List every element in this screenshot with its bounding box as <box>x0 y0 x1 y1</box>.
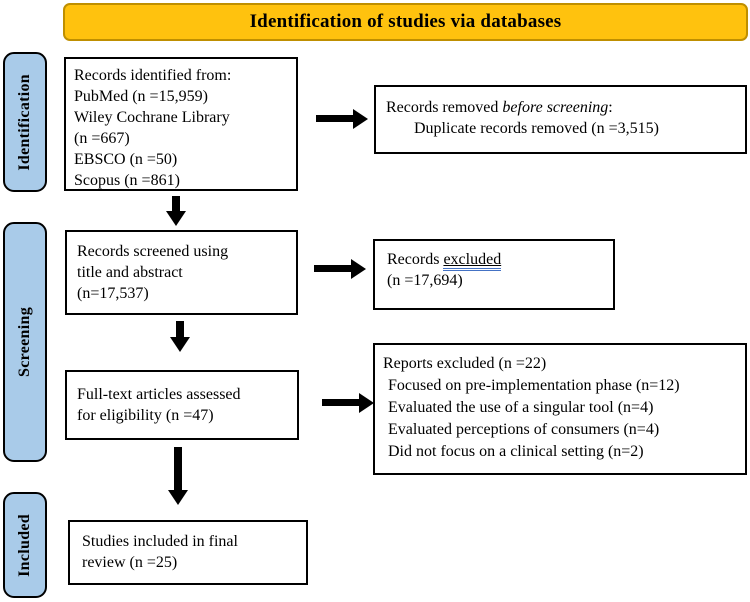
box-line: PubMed (n =15,959) <box>74 88 208 105</box>
arrow-right-icon <box>322 399 359 406</box>
stage-identification-label: Identification <box>16 73 33 171</box>
box-line: Records identified from: <box>74 67 232 84</box>
arrow-down-icon <box>172 196 180 211</box>
stage-identification: Identification <box>3 52 47 192</box>
box-line: Records excluded <box>387 249 601 271</box>
box-line: EBSCO (n =50) <box>74 151 178 168</box>
box-line: (n =17,694) <box>387 272 463 289</box>
stage-included: Included <box>3 492 47 598</box>
box-records-identified: Records identified from: PubMed (n =15,9… <box>64 57 298 191</box>
box-studies-included: Studies included in final review (n =25) <box>68 520 308 585</box>
box-records-excluded: Records excluded (n =17,694) <box>373 239 615 310</box>
box-fulltext-assessed: Full-text articles assessed for eligibil… <box>65 370 299 440</box>
box-line: Reports excluded (n =22) <box>383 355 547 372</box>
banner: Identification of studies via databases <box>63 3 748 41</box>
box-line: Scopus (n =861) <box>74 172 180 189</box>
excluded-prefix: Records <box>387 251 444 268</box>
box-line: Evaluated the use of a singular tool (n=… <box>388 399 654 416</box>
removed-prefix: Records removed <box>386 99 503 116</box>
stage-screening-label: Screening <box>16 307 33 377</box>
box-line: for eligibility (n =47) <box>77 407 214 424</box>
box-line: title and abstract <box>77 264 183 281</box>
removed-suffix: : <box>608 99 613 116</box>
arrow-right-icon <box>314 265 351 272</box>
box-reports-excluded: Reports excluded (n =22) Focused on pre-… <box>373 343 747 475</box>
banner-title: Identification of studies via databases <box>249 11 562 32</box>
stage-screening: Screening <box>3 222 47 462</box>
box-line: Studies included in final <box>82 533 238 550</box>
box-line: (n =667) <box>74 130 130 147</box>
arrow-down-icon <box>174 447 182 490</box>
removed-italic-phrase: before screening <box>502 99 609 116</box>
stage-included-label: Included <box>16 513 33 577</box>
box-line: Duplicate records removed (n =3,515) <box>414 120 659 137</box>
box-line: Focused on pre-implementation phase (n=1… <box>388 377 680 394</box>
box-line: Records screened using <box>77 243 229 260</box>
box-line: review (n =25) <box>82 554 178 571</box>
box-records-removed: Records removed before screening: Duplic… <box>374 85 747 154</box>
arrow-down-icon <box>176 321 184 337</box>
box-line: (n=17,537) <box>77 285 149 302</box>
box-line: Records removed before screening: <box>386 97 735 118</box>
excluded-underlined-word: excluded <box>443 251 502 271</box>
arrow-right-icon <box>316 115 353 122</box>
box-line: Evaluated perceptions of consumers (n=4) <box>388 421 660 438</box>
box-line: Full-text articles assessed <box>77 386 241 403</box>
box-line: Did not focus on a clinical setting (n=2… <box>388 443 644 460</box>
box-records-screened: Records screened using title and abstrac… <box>65 230 298 315</box>
box-line: Wiley Cochrane Library <box>74 109 230 126</box>
